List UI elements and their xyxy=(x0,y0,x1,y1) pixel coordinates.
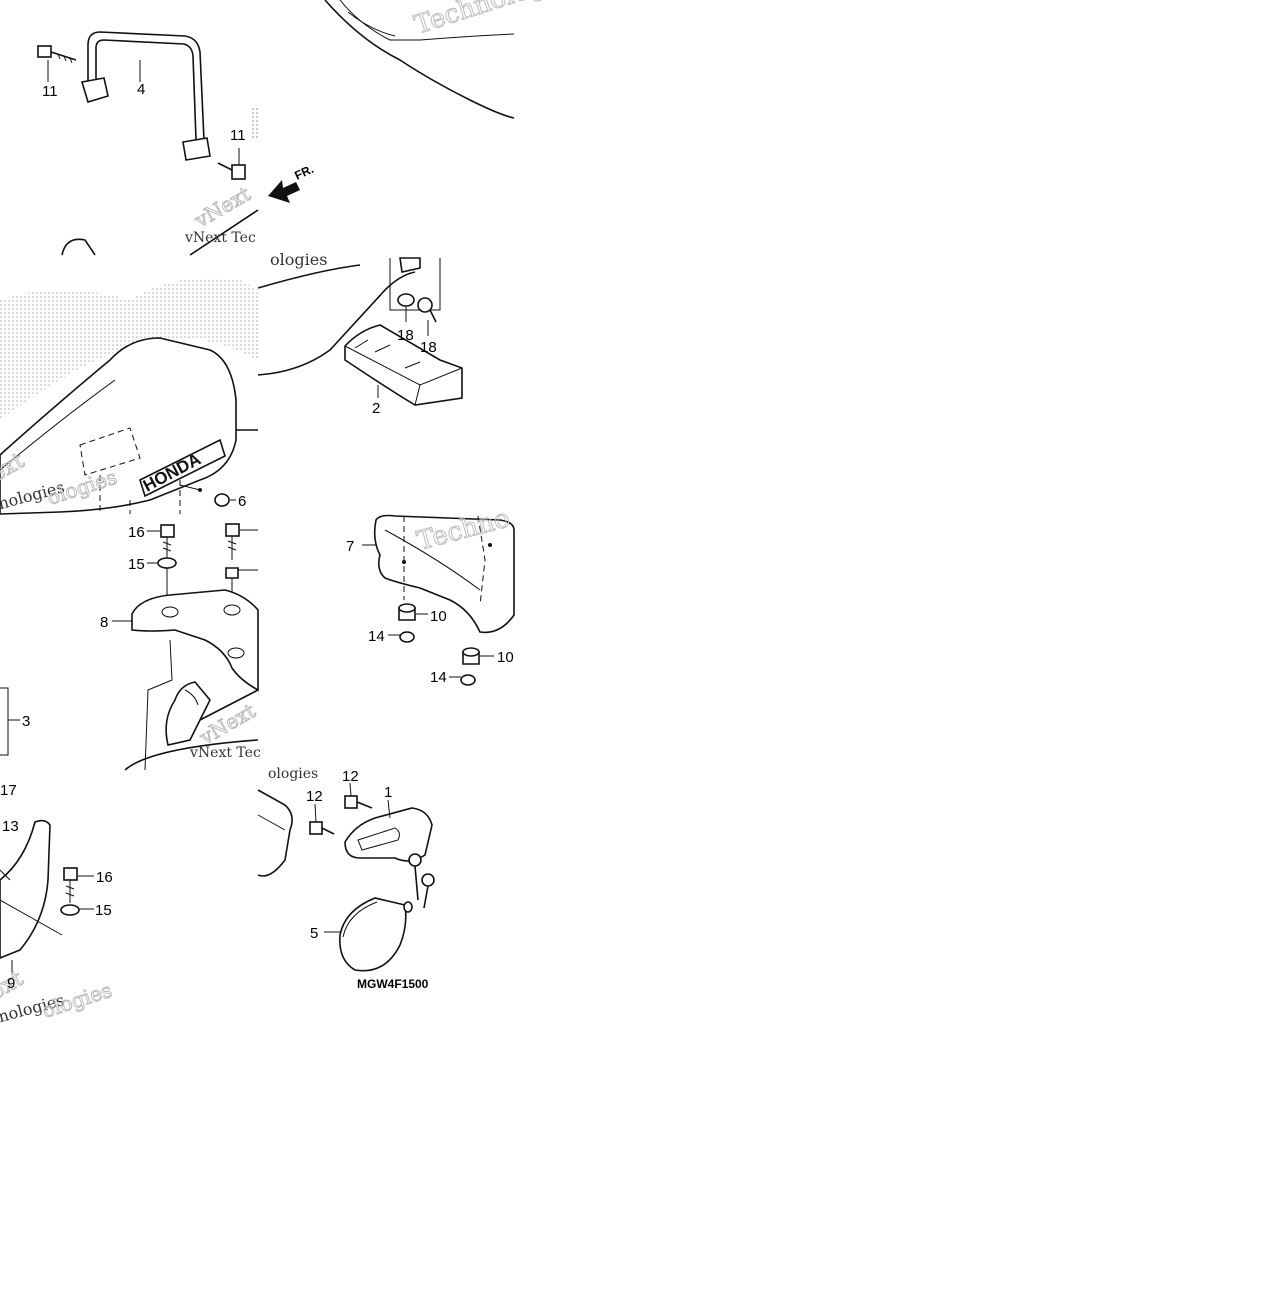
box-edge xyxy=(257,789,293,877)
shading xyxy=(250,108,258,138)
bolt-16-b xyxy=(225,523,258,560)
watermark-ologies-lower: ologies xyxy=(268,766,318,782)
callout-6: 6 xyxy=(238,493,246,510)
callout-1: 1 xyxy=(384,784,392,801)
watermark-vnext-tec-lower: vNext Tec xyxy=(189,745,261,761)
fr-label: FR. xyxy=(292,162,315,183)
rear-cover-2 xyxy=(344,324,463,406)
washer-15-b xyxy=(60,904,80,916)
cap-14-a xyxy=(388,631,415,643)
bolt-18-b xyxy=(417,297,437,336)
front-arrow-icon xyxy=(268,180,300,203)
honda-badge xyxy=(139,438,226,498)
lock-assembly-1 xyxy=(344,807,433,862)
callout-13: 13 xyxy=(2,818,19,835)
callout-2: 2 xyxy=(372,400,380,417)
body-edge xyxy=(189,209,259,256)
tile-seat: HONDA ext hnologies ologies xyxy=(0,277,258,516)
watermark-ologies-upper: ologies xyxy=(270,250,327,269)
bolt-12-b xyxy=(309,821,335,835)
callout-11b: 11 xyxy=(230,127,246,144)
seat-edge xyxy=(61,238,96,256)
callout-3: 3 xyxy=(22,713,30,730)
grab-rail xyxy=(87,31,205,141)
callout-10b: 10 xyxy=(497,649,514,666)
callout-18a: 18 xyxy=(397,327,414,344)
key-icon xyxy=(408,853,435,909)
diagram-code: MGW4F1500 xyxy=(357,977,429,991)
carrier-plate-8 xyxy=(131,589,259,692)
callout-14a: 14 xyxy=(368,628,385,645)
bolt-18-a xyxy=(397,293,415,322)
nut-10-a xyxy=(398,603,428,621)
tile-top-box: Techno xyxy=(362,503,515,686)
body-panel xyxy=(257,271,416,376)
watermark-vnext-tec: vNext Tec xyxy=(184,230,256,246)
callout-12b: 12 xyxy=(306,788,323,805)
callout-15a: 15 xyxy=(128,556,145,573)
washer-15-a xyxy=(157,557,177,569)
bolt-16-a xyxy=(160,524,175,558)
cap-14-b xyxy=(449,674,476,686)
rail-end-rear xyxy=(182,137,211,161)
tile-rear-cover: ologies xyxy=(257,250,463,406)
tile-lock: ologies xyxy=(257,766,435,972)
bolt-11-left xyxy=(37,45,77,82)
bolt-12-a xyxy=(344,795,373,809)
seat-curve xyxy=(324,0,515,119)
callout-4: 4 xyxy=(137,81,145,98)
bolt-16-c xyxy=(63,867,94,903)
callout-16a: 16 xyxy=(128,524,145,541)
tile-grab-rail: FR. vNext Tec vNext xyxy=(37,31,316,256)
part-6-grommet xyxy=(214,493,236,507)
rail-end-front xyxy=(80,77,109,103)
side-pad-9 xyxy=(0,819,51,959)
tile-seat-top: Technologies xyxy=(324,0,584,119)
wing-logo-shading xyxy=(0,277,258,420)
callout-14b: 14 xyxy=(430,669,447,686)
watermark-vnext: vNext xyxy=(190,182,255,233)
top-box-7 xyxy=(373,514,515,634)
callout-9: 9 xyxy=(7,975,15,992)
bolt-11-right xyxy=(217,148,246,180)
callout-8: 8 xyxy=(100,614,108,631)
security-cable-5 xyxy=(338,897,407,972)
callout-7: 7 xyxy=(346,538,354,555)
watermark-technologies-bottom: ologies xyxy=(39,978,115,1023)
callout-15b: 15 xyxy=(95,902,112,919)
nut-10-b xyxy=(462,647,494,665)
callout-5: 5 xyxy=(310,925,318,942)
callout-18b: 18 xyxy=(420,339,437,356)
callout-17: 17 xyxy=(0,782,17,799)
callout-11a: 11 xyxy=(42,83,58,100)
tile-pad: ext hnologies ologies xyxy=(0,819,115,1029)
collar-b xyxy=(225,567,239,579)
callouts: 11 4 11 18 18 2 6 16 15 8 3 7 10 14 10 1… xyxy=(0,81,514,992)
bracket-3 xyxy=(0,687,20,756)
callout-12a: 12 xyxy=(342,768,359,785)
callout-16b: 16 xyxy=(96,869,113,886)
callout-10a: 10 xyxy=(430,608,447,625)
